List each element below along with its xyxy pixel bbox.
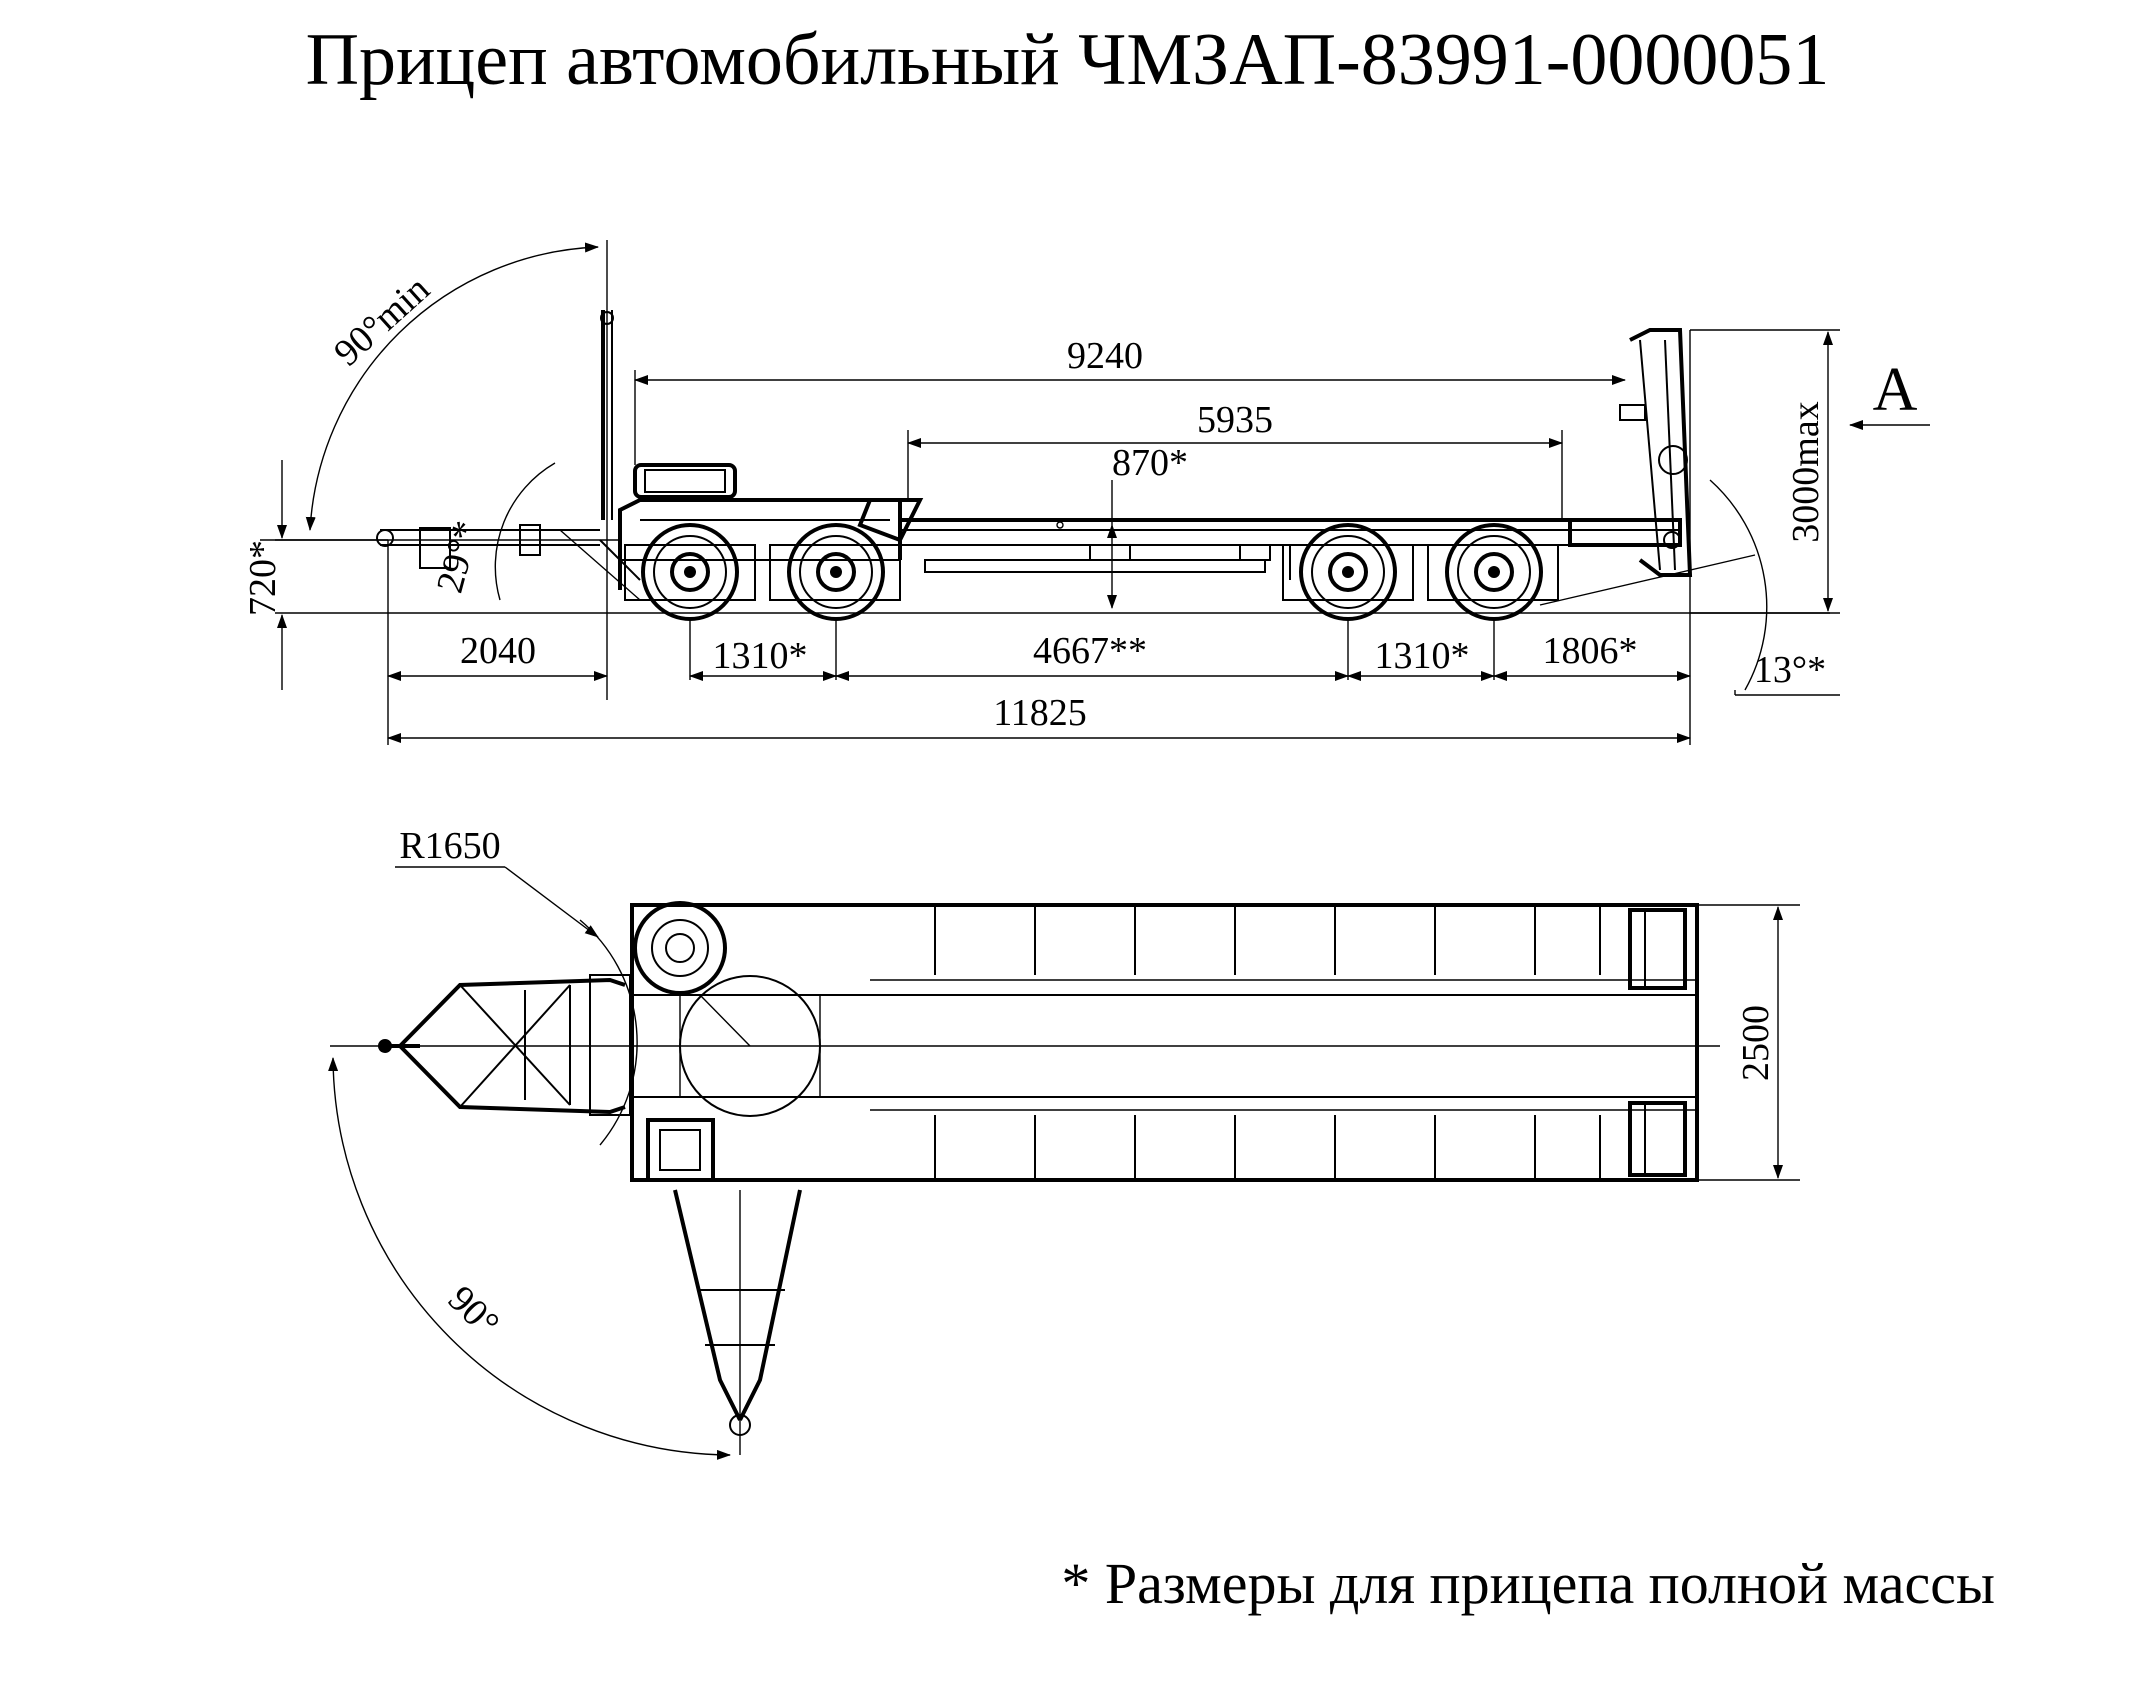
dim-total-length: 11825 <box>993 692 1087 734</box>
dim-base: 4667** <box>1033 630 1147 672</box>
top-drawbar <box>378 974 631 1116</box>
page-title: Прицеп автомобильный ЧМЗАП-83991-0000051 <box>305 19 1830 101</box>
dim-width: 2500 <box>1735 1005 1777 1081</box>
dim-turn-angle: 90° <box>440 1278 507 1345</box>
wheel <box>787 523 885 621</box>
dim-rear-overhang: 1806* <box>1543 630 1638 672</box>
side-deck <box>900 518 1570 580</box>
dim-front-axle-spacing: 1310* <box>713 635 808 677</box>
dim-max-height: 3000max <box>1785 401 1827 542</box>
dim-radius: R1650 <box>399 825 500 867</box>
top-view: 2500 R1650 90° <box>328 825 1800 1460</box>
dim-platform-length: 9240 <box>1067 335 1143 377</box>
side-view: 9240 5935 870* 2040 1310* 4667** 1310* 1… <box>242 240 1930 745</box>
dim-drawbar-angle: 90°min <box>326 268 438 374</box>
top-cross-members <box>934 905 1601 1180</box>
dim-coupling-height: 720* <box>242 540 284 616</box>
dim-platform-height: 870* <box>1112 442 1188 484</box>
wheel <box>1445 523 1543 621</box>
side-wheels <box>624 523 1559 621</box>
side-drawbar <box>376 524 641 581</box>
dim-loading-length: 5935 <box>1197 399 1273 441</box>
footnote: * Размеры для прицепа полной массы <box>1061 1551 1995 1616</box>
wheel <box>1299 523 1397 621</box>
side-rear-section <box>1568 328 1693 577</box>
view-label: A <box>1873 356 1918 424</box>
dim-rear-axle-spacing: 1310* <box>1375 635 1470 677</box>
dim-rear-angle: 13°* <box>1754 649 1826 691</box>
dim-drawbar-length: 2040 <box>460 630 536 672</box>
wheel <box>641 523 739 621</box>
top-turned-drawbar <box>673 1189 802 1455</box>
